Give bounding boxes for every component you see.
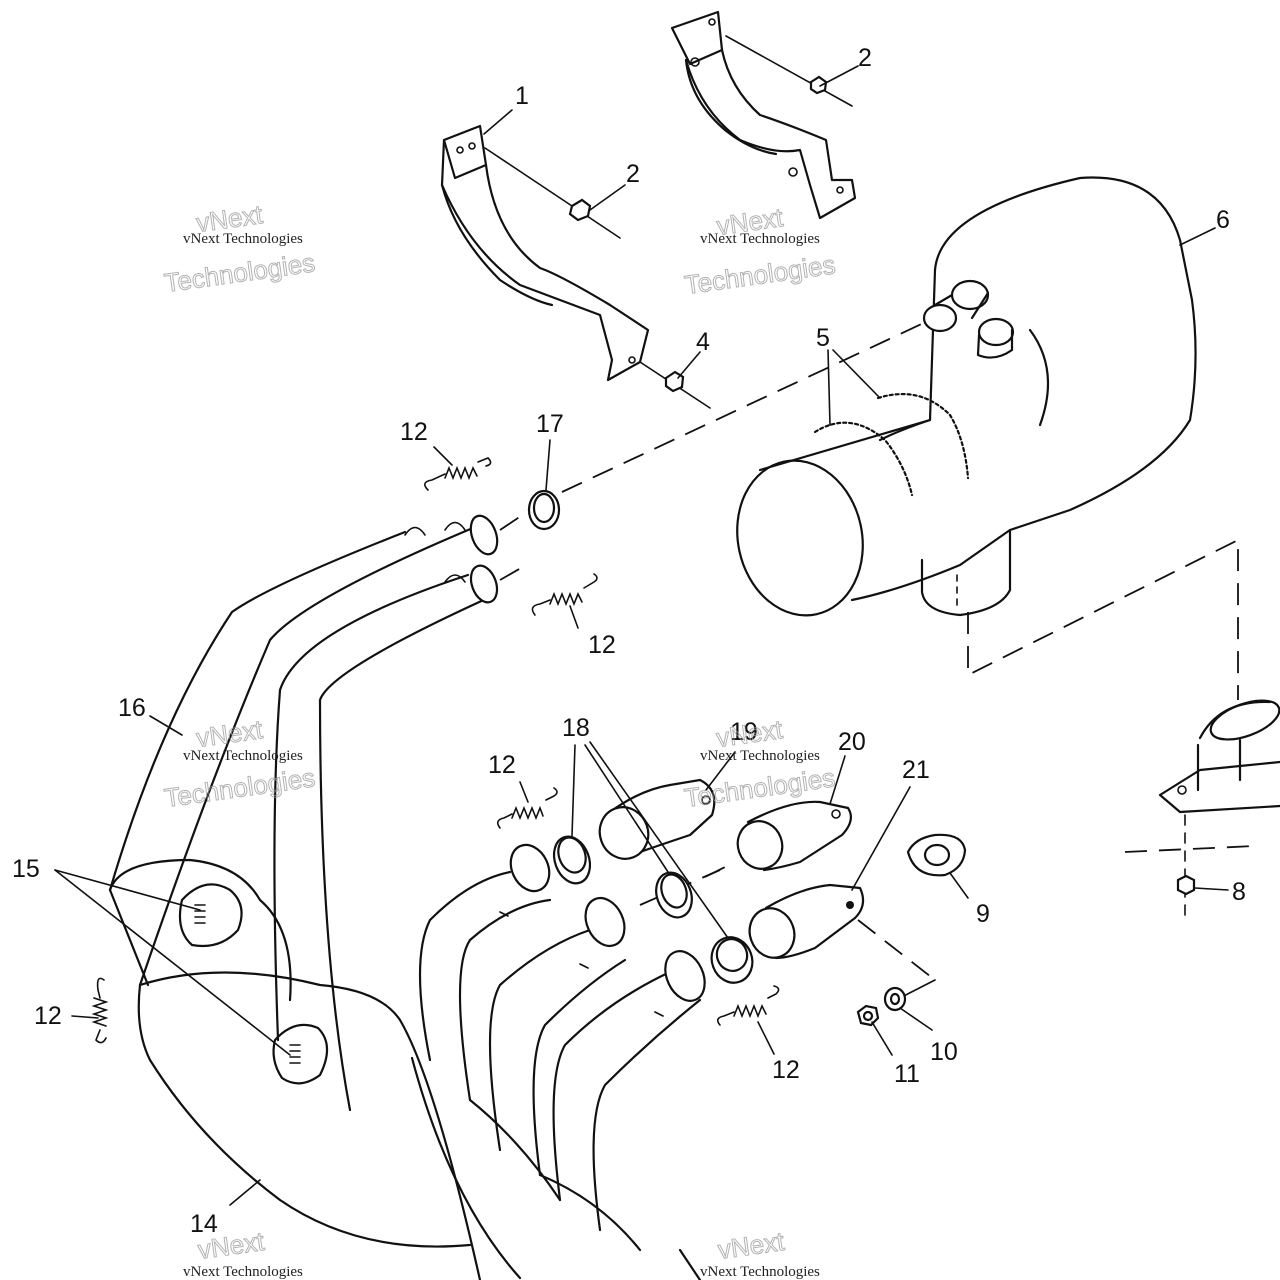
part-header-16 <box>108 514 499 1112</box>
callout-17: 17 <box>536 410 564 438</box>
svg-text:Technologies: Technologies <box>683 249 837 300</box>
watermark-4: vNext Technologies vNext Technologies <box>682 714 837 814</box>
callout-14: 14 <box>190 1210 218 1238</box>
dash-line-bracket <box>967 538 1239 700</box>
part-sleeve-21 <box>748 883 865 960</box>
part-gasket-9 <box>906 833 967 877</box>
callout-12-middle: 12 <box>488 751 516 779</box>
svg-text:vNext Technologies: vNext Technologies <box>183 231 303 247</box>
svg-text:vNext Technologies: vNext Technologies <box>183 748 303 764</box>
part-washer-10 <box>883 986 907 1012</box>
svg-text:vNext Technologies: vNext Technologies <box>700 748 820 764</box>
watermark-6: vNext vNext Technologies <box>700 1225 820 1280</box>
callout-12-upper: 12 <box>588 631 616 659</box>
callout-18: 18 <box>562 714 590 742</box>
part-bracket-3 <box>670 10 857 220</box>
part-ring-18b <box>655 871 693 919</box>
callout-15: 15 <box>12 855 40 883</box>
part-ring-18c <box>710 936 754 984</box>
dash-line-19-20 <box>704 861 736 878</box>
watermark-2: vNext Technologies vNext Technologies <box>682 202 837 301</box>
callout-1: 1 <box>515 82 529 110</box>
svg-text:Technologies: Technologies <box>682 762 836 813</box>
svg-text:Technologies: Technologies <box>162 762 316 813</box>
watermark-1: vNext Technologies vNext Technologies <box>162 199 317 299</box>
bolt-4 <box>639 361 711 409</box>
svg-text:vNext Technologies: vNext Technologies <box>183 1264 303 1280</box>
svg-text:vNext Technologies: vNext Technologies <box>700 231 820 247</box>
part-coupler-17 <box>527 489 561 531</box>
callout-10: 10 <box>930 1038 958 1066</box>
callout-16: 16 <box>118 694 146 722</box>
part-sleeve-19 <box>598 778 716 860</box>
callout-21: 21 <box>902 756 930 784</box>
watermark-3: vNext Technologies vNext Technologies <box>162 714 317 814</box>
callout-5: 5 <box>816 324 830 352</box>
part-spring-12e <box>716 985 780 1026</box>
callout-12-top: 12 <box>400 418 428 446</box>
callout-19: 19 <box>730 718 758 746</box>
part-mount-bracket <box>1124 699 1280 921</box>
part-sleeve-20 <box>736 800 853 872</box>
callout-20: 20 <box>838 728 866 756</box>
callout-12-left: 12 <box>34 1002 62 1030</box>
part-spring-12c <box>496 787 558 829</box>
part-nut-11 <box>856 1004 880 1027</box>
dash-line-header-lower <box>499 563 529 581</box>
callout-6: 6 <box>1216 206 1230 234</box>
callout-12-bottom: 12 <box>772 1056 800 1084</box>
bolt-2-left <box>484 147 621 239</box>
leader-lines <box>54 65 1229 1206</box>
callout-4: 4 <box>696 328 710 356</box>
svg-text:Technologies: Technologies <box>162 247 316 298</box>
callout-8: 8 <box>1232 878 1246 906</box>
dash-line-muffler <box>561 319 931 493</box>
callout-2-right: 2 <box>858 44 872 72</box>
callout-11: 11 <box>894 1060 920 1088</box>
callout-2-left: 2 <box>626 160 640 188</box>
part-ring-18a <box>552 835 592 885</box>
svg-text:vNext Technologies: vNext Technologies <box>700 1264 820 1280</box>
callout-9: 9 <box>976 900 990 928</box>
part-body-14 <box>108 858 702 1280</box>
part-inner-pipes <box>418 843 706 1252</box>
dash-line-header <box>499 509 531 531</box>
part-spring-12d <box>91 977 109 1044</box>
part-spring-12b <box>531 573 598 616</box>
part-spring-12a <box>424 457 492 491</box>
dash-line-21 <box>857 919 936 981</box>
part-muffler-6 <box>736 176 1197 617</box>
part-bracket-1 <box>440 124 650 382</box>
bolt-2-right <box>725 35 853 107</box>
svg-text:vNext: vNext <box>716 1226 787 1265</box>
